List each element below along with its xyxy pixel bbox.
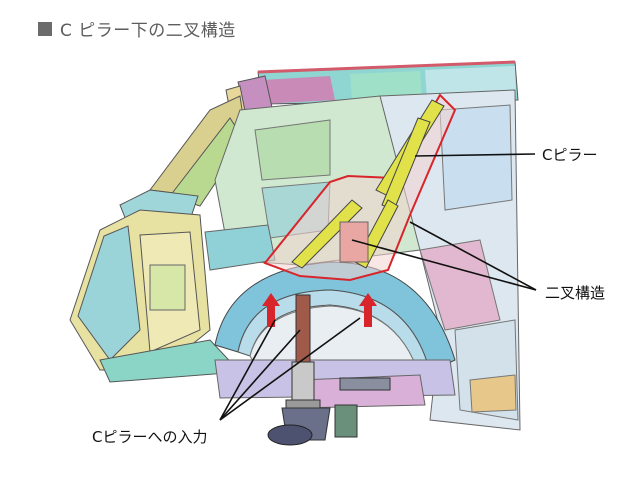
load-arrow-right [359,293,377,327]
title-bullet-icon [38,21,52,36]
leader-input-2 [219,329,301,421]
label-bifurcation: 二叉構造 [545,284,606,302]
shock-absorber [267,294,391,446]
leader-bifurcation-2 [409,221,537,291]
rear-quarter-panel [379,89,521,431]
side-sill-panel [69,209,242,383]
page-title: C ピラー下の二叉構造 [38,16,236,41]
leader-input-1 [219,319,276,421]
load-arrows [262,293,377,327]
label-c-pillar: Cピラー [542,146,598,164]
leader-input-3 [219,317,361,421]
leader-lines [219,153,537,421]
title-text: C ピラー下の二叉構造 [60,21,236,41]
label-c-pillar-input: Cピラーへの入力 [92,428,208,446]
leader-c-pillar [414,153,536,157]
load-arrow-left [262,293,280,327]
wheel-arch [214,261,456,409]
leader-bifurcation-1 [351,239,537,291]
c-pillar-highlight [263,93,457,282]
